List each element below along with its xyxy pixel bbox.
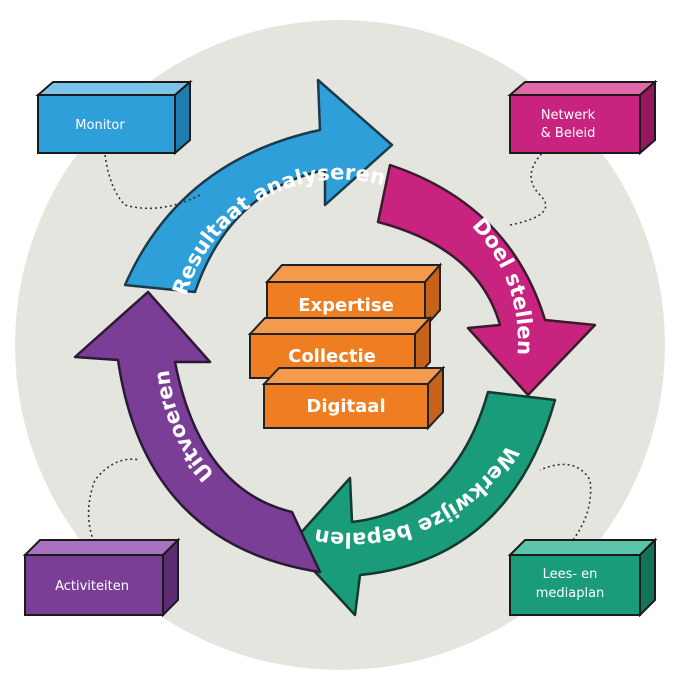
brick-digitaal: Digitaal (261, 365, 446, 431)
svg-text:Expertise: Expertise (298, 295, 394, 316)
svg-text:Activiteiten: Activiteiten (55, 579, 129, 594)
svg-text:Digitaal: Digitaal (306, 396, 385, 417)
arrow-werkwijze-bepalen (288, 390, 557, 617)
box-activiteiten: Activiteiten (22, 537, 181, 618)
arrow-doel-stellen (376, 163, 597, 397)
box-netwerk-beleid: Netwerk & Beleid (507, 79, 658, 156)
svg-text:Netwerk: Netwerk (541, 108, 596, 123)
svg-text:Collectie: Collectie (288, 346, 376, 367)
box-lees-mediaplan: Lees- en mediaplan (507, 537, 658, 618)
connector-netwerk (509, 149, 547, 226)
core-bricks: Expertise Collectie Digitaal (247, 262, 446, 431)
svg-text:Monitor: Monitor (75, 118, 125, 133)
box-monitor: Monitor (35, 79, 193, 156)
arrow-resultaat-analyseren (123, 78, 394, 294)
arrow-uitvoeren (73, 290, 322, 574)
svg-text:mediaplan: mediaplan (536, 586, 605, 601)
connector-activiteiten (87, 458, 141, 556)
svg-text:& Beleid: & Beleid (541, 126, 596, 141)
connector-monitor (104, 154, 201, 210)
svg-text:Lees- en: Lees- en (543, 567, 598, 582)
